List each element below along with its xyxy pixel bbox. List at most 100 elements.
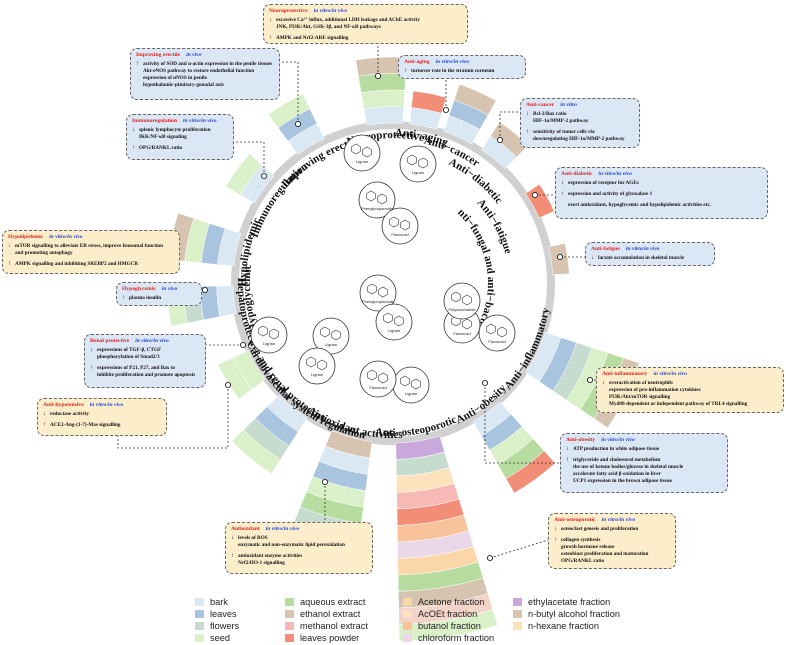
spacer: [43, 418, 161, 421]
spacer: [561, 198, 762, 201]
molecule-ring-icon: [378, 372, 388, 384]
box-mode: in vitro/in vivo: [653, 371, 687, 377]
legend-item: leaves: [195, 608, 237, 619]
box-title: Hypolipidemic: [8, 234, 44, 240]
anchor-dot: [374, 72, 382, 80]
legend-item: flowers: [195, 620, 239, 631]
box-line: AMPK and Nrf2-ARE signalling: [276, 35, 349, 42]
down-arrow-icon: ↓: [269, 17, 272, 24]
box-row: exert antioxidant, hypoglycemic and hypo…: [561, 202, 762, 209]
box-line: AMPK signalling and inhibiting SREBP2 an…: [15, 261, 139, 268]
compound-circle: [358, 181, 396, 219]
ring-segment-hepatoprotective: [217, 357, 253, 400]
box-line: inhibite proliferation and promote apopt…: [97, 371, 196, 378]
spacer: [566, 453, 722, 456]
box-row: ↑expressions of P21, P27, and Bax to: [90, 365, 200, 372]
compound-circle: [399, 145, 437, 183]
ring-segment-immunoregulation: [225, 153, 263, 196]
compound-label: Phenylpropanoids: [362, 299, 394, 304]
up-arrow-icon: ↑: [122, 295, 125, 302]
legend-label: leaves: [210, 608, 237, 619]
up-arrow-icon: ↑: [561, 191, 564, 198]
legend-label: ethanol extract: [300, 608, 361, 619]
box-title: Anti-inflammatory: [602, 371, 648, 377]
box-row: ↓levels of ROS: [231, 535, 367, 542]
legend-label: methanol extract: [300, 620, 368, 631]
down-arrow-icon: ↓: [591, 255, 594, 262]
box-title: Anti-obesity: [566, 437, 596, 443]
legend-label: n-hexane fraction: [528, 620, 599, 631]
molecule-ring-icon: [377, 193, 387, 205]
anchor-dot: [481, 379, 489, 387]
box-mode: in vivo: [186, 52, 202, 58]
compound-label: Lignan: [263, 341, 275, 346]
ring-segment-improving-erectile: [268, 93, 311, 129]
molecule-ring-icon: [331, 329, 341, 341]
legend-label: chloroform fraction: [418, 632, 495, 643]
box-line: IKK/NF-κB signaling: [139, 134, 187, 141]
box-mode: in vitro/in vivo: [182, 118, 217, 124]
box-line: the use of ketone bodies/glucose in skel…: [573, 464, 684, 471]
box-row: ↓Bcl-2/Bax ratio: [526, 111, 634, 118]
legend-swatch: [285, 633, 294, 642]
legend-swatch: [285, 597, 294, 606]
box-line: OPG/RANKL ratio: [561, 557, 605, 564]
box-line: expression of pro-inflammation cytokines: [609, 387, 701, 394]
spacer: [231, 549, 367, 552]
up-arrow-icon: ↑: [231, 553, 234, 560]
compound-label: Flavonoid: [369, 385, 386, 390]
box-mode: in vitro/in vivo: [435, 59, 470, 65]
up-arrow-icon: ↑: [8, 261, 11, 268]
legend-item: Acetone fraction: [403, 596, 484, 607]
box-row: ↓splenic lymphocyte proliferation: [132, 127, 228, 134]
legend-label: flowers: [210, 620, 240, 631]
legend-item: seed: [195, 632, 230, 643]
box-line: expression of receptor for AGEs: [568, 180, 639, 187]
legend-item: AcOEt fraction: [403, 608, 477, 619]
anchor-dot: [442, 106, 450, 114]
box-line: expression of nNOS in penile: [143, 75, 207, 82]
legend-label: seed: [210, 632, 230, 643]
box-line: downregulating HIF-1α/MMP-2 pathway: [533, 135, 625, 142]
down-arrow-icon: ↓: [43, 411, 46, 418]
box-line: hypothalamic-pituitary-gonadal axis: [143, 81, 224, 88]
molecule-ring-icon: [378, 286, 388, 298]
down-arrow-icon: ↓: [554, 526, 557, 533]
box-row: ↑ ACE2-Ang-(1-7)-Mas signalling: [43, 422, 161, 429]
down-arrow-icon: ↓: [132, 127, 135, 134]
legend-swatch: [403, 597, 412, 606]
box-line: JNK, PI3K/Akt, GSK-3β, and NF-κB pathway…: [276, 24, 381, 31]
ring-segment-anti-fatigue: [525, 183, 555, 219]
molecule-ring-icon: [389, 216, 399, 228]
ring-segment-anti-osteoporotic: [398, 609, 498, 642]
box-line: accelerate fatty acid β-oxidation in liv…: [573, 470, 661, 477]
box-title: Anti-fatigue: [591, 246, 620, 252]
box-line: ACE2-Ang-(1-7)-Mas signalling: [50, 422, 121, 429]
box-line: growth hormone release: [561, 544, 615, 551]
legend-item: n-hexane fraction: [513, 620, 599, 631]
box-title: Renal protective: [90, 338, 130, 344]
molecule-ring-icon: [367, 283, 377, 295]
box-row: ↓overactivation of neutrophils: [602, 380, 778, 387]
legend-label: leaves powder: [300, 632, 360, 643]
leader-lines: [117, 44, 596, 562]
up-arrow-icon: ↑: [43, 422, 46, 429]
compound-label: Polysaccharide: [448, 307, 476, 312]
up-arrow-icon: ↑: [136, 61, 139, 68]
down-arrow-icon: ↓: [90, 347, 93, 354]
box-line: Nrf2/HO-1 signalling: [238, 559, 285, 566]
box-mode: in vitro/in vivo: [598, 171, 632, 177]
box-line: HIF-1α/MMP-2 pathway: [533, 118, 589, 125]
box-line: UCP1 expression in the brown adipose tis…: [573, 477, 672, 484]
down-arrow-icon: ↓: [602, 380, 605, 387]
